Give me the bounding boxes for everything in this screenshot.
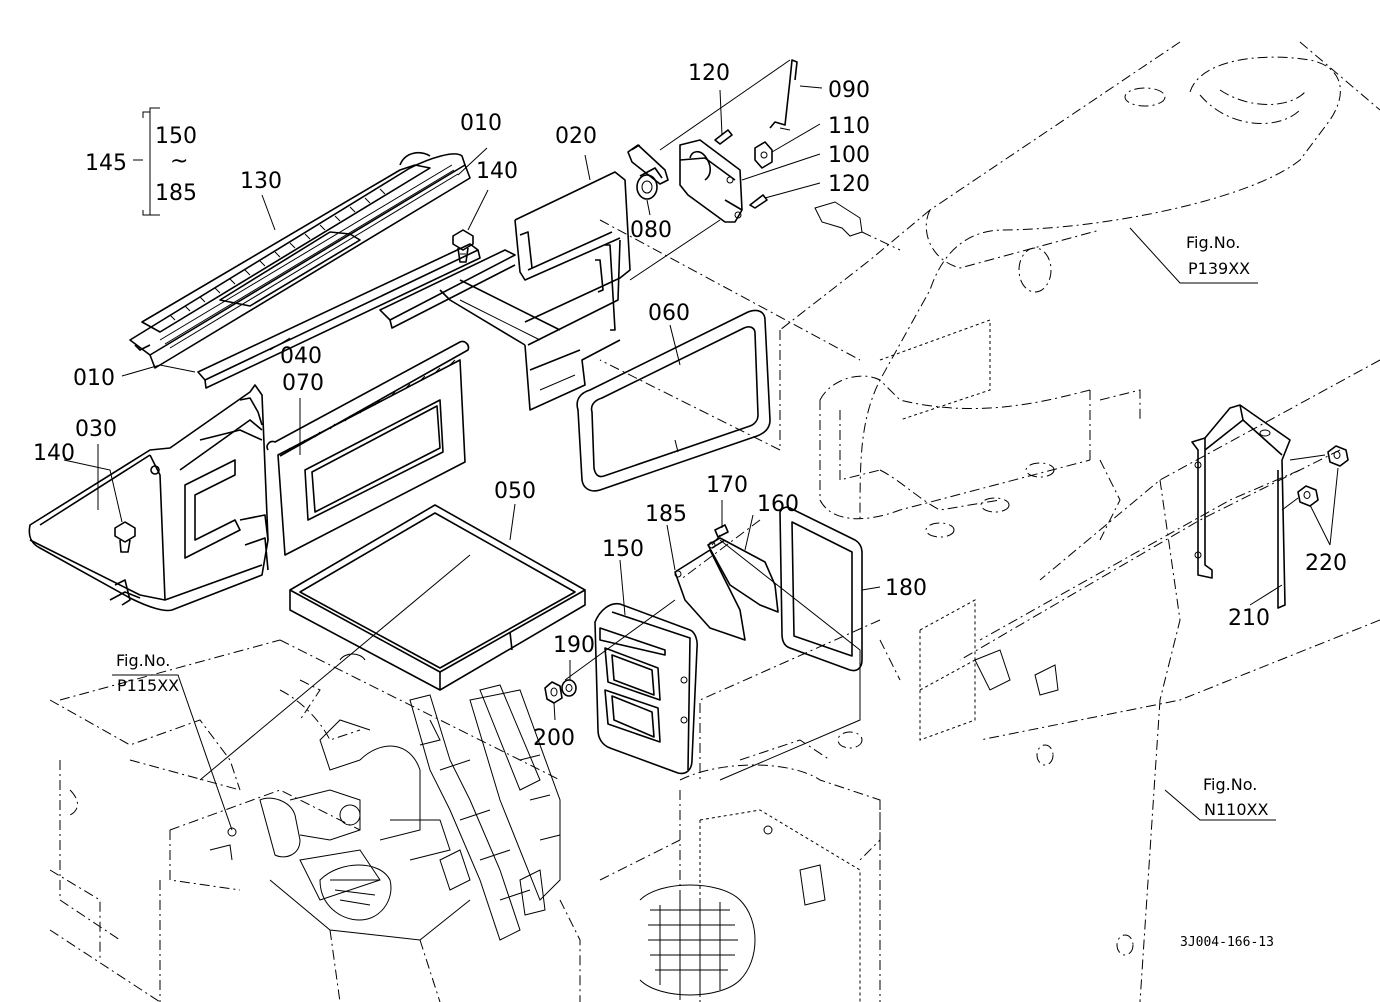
label-185-range: 185 xyxy=(155,181,197,206)
small-bracket xyxy=(814,201,901,251)
label-145: 145 xyxy=(85,151,127,176)
label-200: 200 xyxy=(533,726,575,751)
part-220-nut-b xyxy=(1297,485,1319,507)
figure-references: Fig.No. P139XX Fig.No. P115XX Fig.No. N1… xyxy=(116,233,1274,950)
fig-label-n110: Fig.No. xyxy=(1203,775,1257,794)
leader-lines xyxy=(63,59,1339,831)
frame-arm xyxy=(819,56,1341,521)
part-050-tray xyxy=(289,504,586,691)
lower-left-assembly xyxy=(49,679,471,1002)
label-180: 180 xyxy=(885,576,927,601)
fig-ref-n110: N110XX xyxy=(1204,800,1268,819)
label-010-top: 010 xyxy=(460,111,502,136)
label-110: 110 xyxy=(828,114,870,139)
part-210-bracket xyxy=(1191,404,1291,609)
label-160: 160 xyxy=(757,492,799,517)
label-080: 080 xyxy=(630,218,672,243)
label-150-range: 150 xyxy=(155,124,197,149)
part-140-bolt-lower xyxy=(114,521,136,553)
label-010-bottom: 010 xyxy=(73,366,115,391)
label-190: 190 xyxy=(553,633,595,658)
fig-label-p139: Fig.No. xyxy=(1186,233,1240,252)
part-200-nut xyxy=(544,681,563,704)
fig-ref-p139: P139XX xyxy=(1188,259,1250,278)
fig-ref-p115: P115XX xyxy=(117,676,179,695)
label-220: 220 xyxy=(1305,551,1347,576)
label-140-lower: 140 xyxy=(33,441,75,466)
part-040-bar xyxy=(197,243,561,389)
rail-assembly xyxy=(409,684,581,1002)
part-130-blade xyxy=(129,151,471,369)
part-185-plate xyxy=(674,549,746,641)
background-frame xyxy=(59,41,1380,1002)
label-070: 070 xyxy=(282,371,324,396)
label-185: 185 xyxy=(645,502,687,527)
part-160-plate xyxy=(707,537,779,613)
part-180-gasket xyxy=(779,506,863,672)
label-140-upper: 140 xyxy=(476,159,518,184)
label-150: 150 xyxy=(602,537,644,562)
label-170: 170 xyxy=(706,473,748,498)
part-120-screws xyxy=(714,129,768,209)
part-190-washer xyxy=(561,679,577,697)
part-060-seal xyxy=(576,309,771,492)
label-020: 020 xyxy=(555,124,597,149)
label-120-top: 120 xyxy=(688,61,730,86)
part-030-cover xyxy=(28,384,269,612)
label-030: 030 xyxy=(75,417,117,442)
label-range-tilde: ~ xyxy=(170,149,188,174)
label-040: 040 xyxy=(280,344,322,369)
part-090-rod xyxy=(769,59,798,131)
label-210: 210 xyxy=(1228,606,1270,631)
label-050: 050 xyxy=(494,479,536,504)
part-220-nut-a xyxy=(1327,445,1349,467)
part-110-gear xyxy=(754,141,773,169)
blower-housing xyxy=(599,731,881,1002)
part-070-filter xyxy=(266,340,470,556)
label-090: 090 xyxy=(828,78,870,103)
part-170-screw xyxy=(711,524,729,546)
label-120-bottom: 120 xyxy=(828,172,870,197)
drawing-code: 3J004-166-13 xyxy=(1180,935,1274,950)
label-100: 100 xyxy=(828,143,870,168)
part-100-actuator xyxy=(679,139,743,223)
part-150-grille xyxy=(594,602,698,775)
part-080-collar xyxy=(636,167,663,200)
part-labels: 145 150 ~ 185 130 010 140 020 120 090 11… xyxy=(33,61,1347,751)
label-130: 130 xyxy=(240,169,282,194)
part-bracket-arm xyxy=(627,144,669,185)
fig-label-p115: Fig.No. xyxy=(116,651,170,670)
part-140-bolt-upper xyxy=(452,229,474,263)
label-060: 060 xyxy=(648,301,690,326)
part-020-damper xyxy=(514,171,631,411)
base-plates xyxy=(879,389,1141,956)
